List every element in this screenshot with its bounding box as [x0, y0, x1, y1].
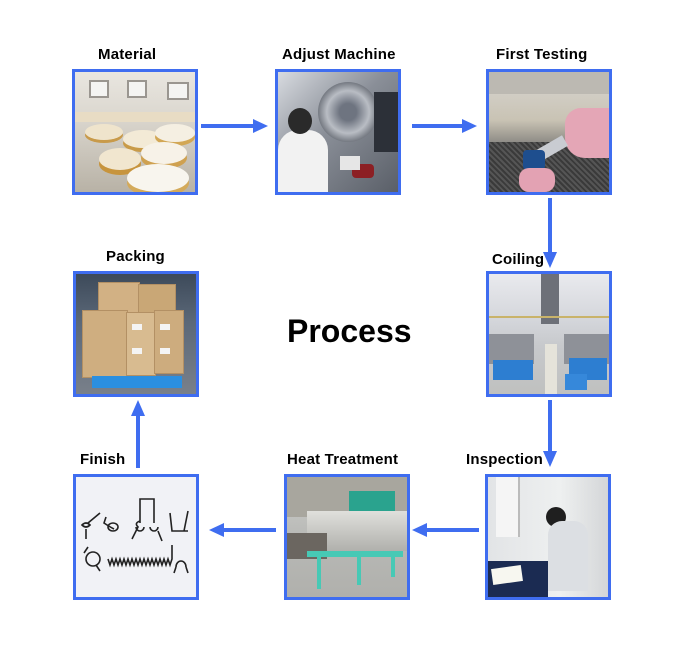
- adjust-machine-photo: [275, 69, 401, 195]
- arrow-inspection-to-heat-treatment: [412, 523, 479, 537]
- arrow-heat-treatment-to-finish: [209, 523, 276, 537]
- step-label-coiling: Coiling: [492, 251, 545, 268]
- arrow-first-testing-to-coiling: [543, 198, 557, 268]
- heat-treatment-photo: [284, 474, 410, 600]
- finish-photo: [73, 474, 199, 600]
- springs-illustration: [80, 498, 189, 574]
- step-label-packing: Packing: [106, 248, 165, 265]
- step-label-inspection: Inspection: [466, 451, 544, 468]
- material-photo: [72, 69, 198, 195]
- step-label-first-testing: First Testing: [496, 46, 588, 63]
- diagram-title: Process: [287, 313, 412, 349]
- step-label-material: Material: [98, 46, 157, 63]
- arrow-adjust-machine-to-first-testing: [412, 119, 477, 133]
- first-testing-photo: [486, 69, 612, 195]
- inspection-photo: [485, 474, 611, 600]
- step-label-heat-treatment: Heat Treatment: [287, 451, 399, 468]
- step-label-adjust-machine: Adjust Machine: [282, 46, 396, 63]
- coiling-photo: [486, 271, 612, 397]
- step-label-finish: Finish: [80, 451, 126, 468]
- arrow-finish-to-packing: [131, 400, 145, 468]
- packing-photo: [73, 271, 199, 397]
- arrow-material-to-adjust-machine: [201, 119, 268, 133]
- arrow-coiling-to-inspection: [543, 400, 557, 467]
